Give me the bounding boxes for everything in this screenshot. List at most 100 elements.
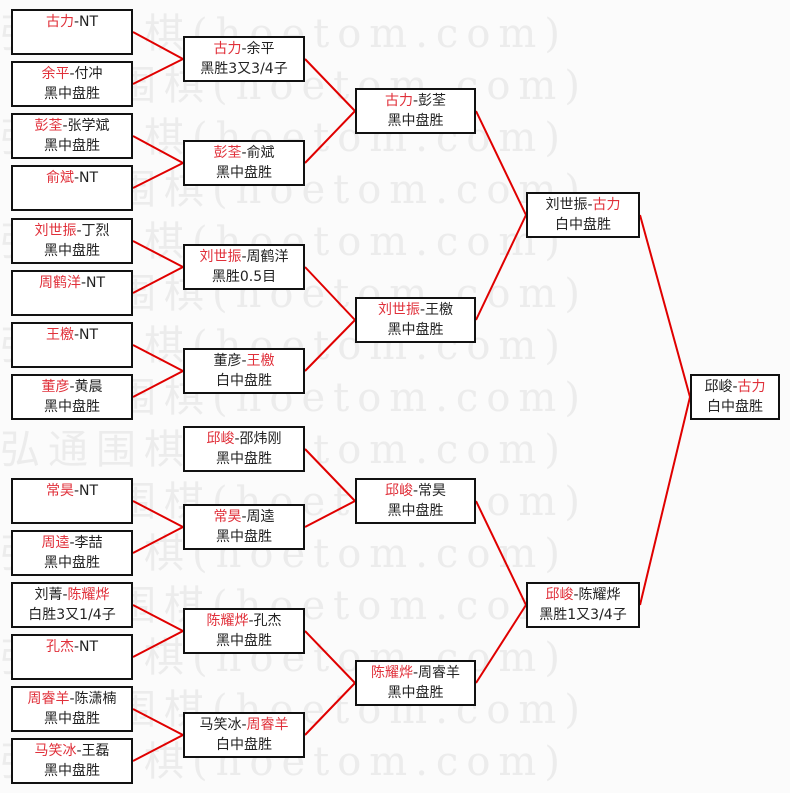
player-black: 常昊	[213, 509, 242, 525]
player-white: 陈耀烨	[578, 587, 621, 603]
player-white: 王檄	[425, 302, 454, 318]
match-box-round-1: 俞斌-NT	[11, 165, 133, 211]
player-white: 黄晨	[74, 379, 103, 395]
player-black: 刘世振	[545, 197, 588, 213]
separator: -	[241, 41, 247, 57]
match-box-round-2: 邱峻-邵炜刚黑中盘胜	[183, 426, 305, 472]
bracket-connector-line	[132, 58, 184, 85]
player-white: 周睿羊	[246, 717, 289, 733]
separator: -	[573, 587, 579, 603]
player-black: 古力	[384, 93, 413, 109]
separator: -	[69, 535, 75, 551]
bracket-connector-line	[639, 214, 691, 398]
bracket-connector-line	[132, 630, 184, 658]
match-box-round-1: 彭荃-张学斌黑中盘胜	[11, 113, 133, 159]
match-players: 刘世振-周鹤洋	[185, 246, 303, 267]
match-box-round-2: 常昊-周逵黑中盘胜	[183, 504, 305, 550]
match-box-round-4: 邱峻-陈耀烨黑胜1又3/4子	[526, 582, 640, 628]
match-result: 黑中盘胜	[44, 243, 100, 259]
match-players: 刘世振-古力	[528, 194, 638, 215]
bracket-connector-line	[304, 682, 356, 736]
player-white: 孔杰	[253, 613, 282, 629]
match-result: 黑中盘胜	[216, 165, 272, 181]
match-players: 俞斌-NT	[13, 167, 131, 188]
player-black: 邱峻	[206, 431, 235, 447]
match-box-round-1: 刘菁-陈耀烨白胜3又1/4子	[11, 582, 133, 628]
match-result: 黑胜3又3/4子	[200, 61, 288, 77]
match-result: 黑中盘胜	[44, 399, 100, 415]
match-box-round-3: 邱峻-常昊黑中盘胜	[355, 478, 476, 524]
player-white: 常昊	[418, 483, 447, 499]
match-box-round-1: 王檄-NT	[11, 322, 133, 368]
separator: -	[412, 483, 419, 499]
player-white: 付冲	[74, 66, 103, 82]
match-players: 古力-彭荃	[357, 90, 474, 111]
separator: -	[80, 275, 87, 291]
player-white: 丁烈	[81, 223, 110, 239]
player-black: 余平	[41, 66, 70, 82]
player-black: 俞斌	[45, 170, 74, 186]
separator: -	[419, 302, 426, 318]
match-result: 黑中盘胜	[44, 555, 100, 571]
bracket-connector-line	[132, 370, 184, 398]
match-players: 邱峻-邵炜刚	[185, 428, 303, 449]
match-box-round-2: 彭荃-俞斌黑中盘胜	[183, 140, 305, 186]
player-white: 周逵	[246, 509, 275, 525]
bracket-connector-line	[304, 58, 356, 112]
match-players: 马笑冰-周睿羊	[185, 714, 303, 735]
bracket-connector-line	[132, 344, 184, 372]
player-white: NT	[86, 275, 106, 291]
match-result: 黑中盘胜	[387, 685, 444, 701]
separator: -	[241, 509, 247, 525]
player-white: 余平	[246, 41, 275, 57]
player-white: 张学斌	[67, 118, 110, 134]
match-box-round-3: 古力-彭荃黑中盘胜	[355, 88, 476, 134]
match-players: 余平-付冲	[13, 63, 131, 84]
match-box-round-1: 董彦-黄晨黑中盘胜	[11, 374, 133, 420]
separator: -	[412, 93, 419, 109]
bracket-connector-line	[132, 708, 184, 736]
match-players: 王檄-NT	[13, 324, 131, 345]
bracket-connector-line	[132, 162, 184, 189]
match-result: 白胜3又1/4子	[28, 607, 116, 623]
match-box-round-1: 常昊-NT	[11, 478, 133, 524]
match-players: 董彦-王檄	[185, 350, 303, 371]
player-black: 孔杰	[45, 639, 74, 655]
match-players: 常昊-周逵	[185, 506, 303, 527]
player-white: 陈潇楠	[74, 691, 117, 707]
player-white: 俞斌	[246, 145, 275, 161]
separator: -	[73, 639, 80, 655]
match-result: 黑中盘胜	[387, 113, 444, 129]
separator: -	[76, 743, 82, 759]
player-white: NT	[79, 327, 99, 343]
match-box-round-1: 孔杰-NT	[11, 634, 133, 680]
separator: -	[69, 379, 75, 395]
bracket-connector-line	[304, 110, 356, 164]
player-white: 周睿羊	[418, 665, 461, 681]
match-result: 黑中盘胜	[387, 503, 444, 519]
match-players: 孔杰-NT	[13, 636, 131, 657]
final-match-box: 邱峻-古力白中盘胜	[690, 374, 780, 420]
bracket-connector-line	[304, 319, 356, 372]
separator: -	[73, 327, 80, 343]
bracket-connector-line	[132, 604, 184, 632]
player-white: 李喆	[74, 535, 103, 551]
match-box-round-1: 周睿羊-陈潇楠黑中盘胜	[11, 686, 133, 732]
player-black: 董彦	[41, 379, 70, 395]
match-players: 董彦-黄晨	[13, 376, 131, 397]
match-result: 黑中盘胜	[216, 633, 272, 649]
match-box-round-2: 刘世振-周鹤洋黑胜0.5目	[183, 244, 305, 290]
player-black: 刘菁	[34, 587, 63, 603]
separator: -	[234, 431, 240, 447]
bracket-connector-line	[304, 630, 356, 684]
match-box-round-2: 马笑冰-周睿羊白中盘胜	[183, 712, 305, 758]
match-result: 黑中盘胜	[44, 763, 100, 779]
match-result: 白中盘胜	[216, 737, 272, 753]
separator: -	[241, 353, 247, 369]
separator: -	[241, 145, 247, 161]
player-white: 邵炜刚	[239, 431, 282, 447]
player-black: 常昊	[45, 483, 74, 499]
player-white: NT	[79, 14, 99, 30]
player-black: 刘世振	[34, 223, 77, 239]
